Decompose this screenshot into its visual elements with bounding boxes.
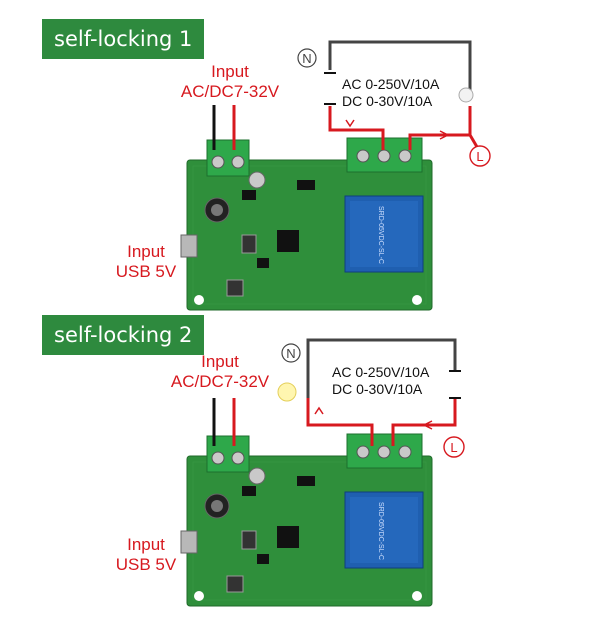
input-title: Input bbox=[201, 352, 239, 371]
load-rating-1: AC 0-250V/10A DC 0-30V/10A bbox=[342, 76, 439, 110]
load-wire-2 bbox=[306, 398, 374, 446]
neutral-symbol-2: N bbox=[281, 343, 301, 363]
arrow-icon bbox=[439, 130, 450, 140]
section1-tag: self-locking 1 bbox=[42, 19, 205, 59]
input-title: Input bbox=[211, 62, 249, 81]
neutral-label: N bbox=[286, 346, 295, 361]
usb-title: Input bbox=[127, 242, 165, 261]
arrow-icon bbox=[345, 119, 355, 128]
arrow-icon bbox=[422, 420, 433, 430]
pcb-board-1 bbox=[180, 137, 433, 311]
input-voltage: AC/DC7-32V bbox=[170, 372, 270, 391]
input-power-label-1: Input AC/DC7-32V bbox=[170, 62, 290, 102]
pcb-board-2 bbox=[180, 433, 433, 607]
live-symbol-1: L bbox=[469, 145, 491, 167]
bulb-icon bbox=[458, 87, 474, 103]
live-symbol-2: L bbox=[443, 436, 465, 458]
load-ac: AC 0-250V/10A bbox=[332, 364, 430, 380]
live-wire-1 bbox=[408, 106, 472, 150]
arrow-icon bbox=[314, 406, 324, 415]
live-label: L bbox=[450, 440, 457, 455]
usb-voltage: USB 5V bbox=[115, 262, 177, 281]
load-dc: DC 0-30V/10A bbox=[332, 381, 423, 397]
section2-tag: self-locking 2 bbox=[42, 315, 205, 355]
neutral-wire-2 bbox=[306, 338, 457, 398]
input-power-label-2: Input AC/DC7-32V bbox=[160, 352, 280, 392]
usb-label-2: Input USB 5V bbox=[106, 535, 186, 575]
usb-title: Input bbox=[127, 535, 165, 554]
neutral-symbol-1: N bbox=[297, 48, 317, 68]
live-label: L bbox=[476, 149, 483, 164]
load-rating-2: AC 0-250V/10A DC 0-30V/10A bbox=[332, 364, 429, 398]
usb-label-1: Input USB 5V bbox=[106, 242, 186, 282]
load-dc: DC 0-30V/10A bbox=[342, 93, 433, 109]
usb-voltage: USB 5V bbox=[115, 555, 177, 574]
neutral-wire-1 bbox=[328, 40, 472, 90]
load-wire-1 bbox=[328, 106, 385, 150]
neutral-label: N bbox=[302, 51, 311, 66]
input-voltage: AC/DC7-32V bbox=[180, 82, 280, 101]
load-ac: AC 0-250V/10A bbox=[342, 76, 440, 92]
bulb-icon bbox=[277, 382, 297, 402]
